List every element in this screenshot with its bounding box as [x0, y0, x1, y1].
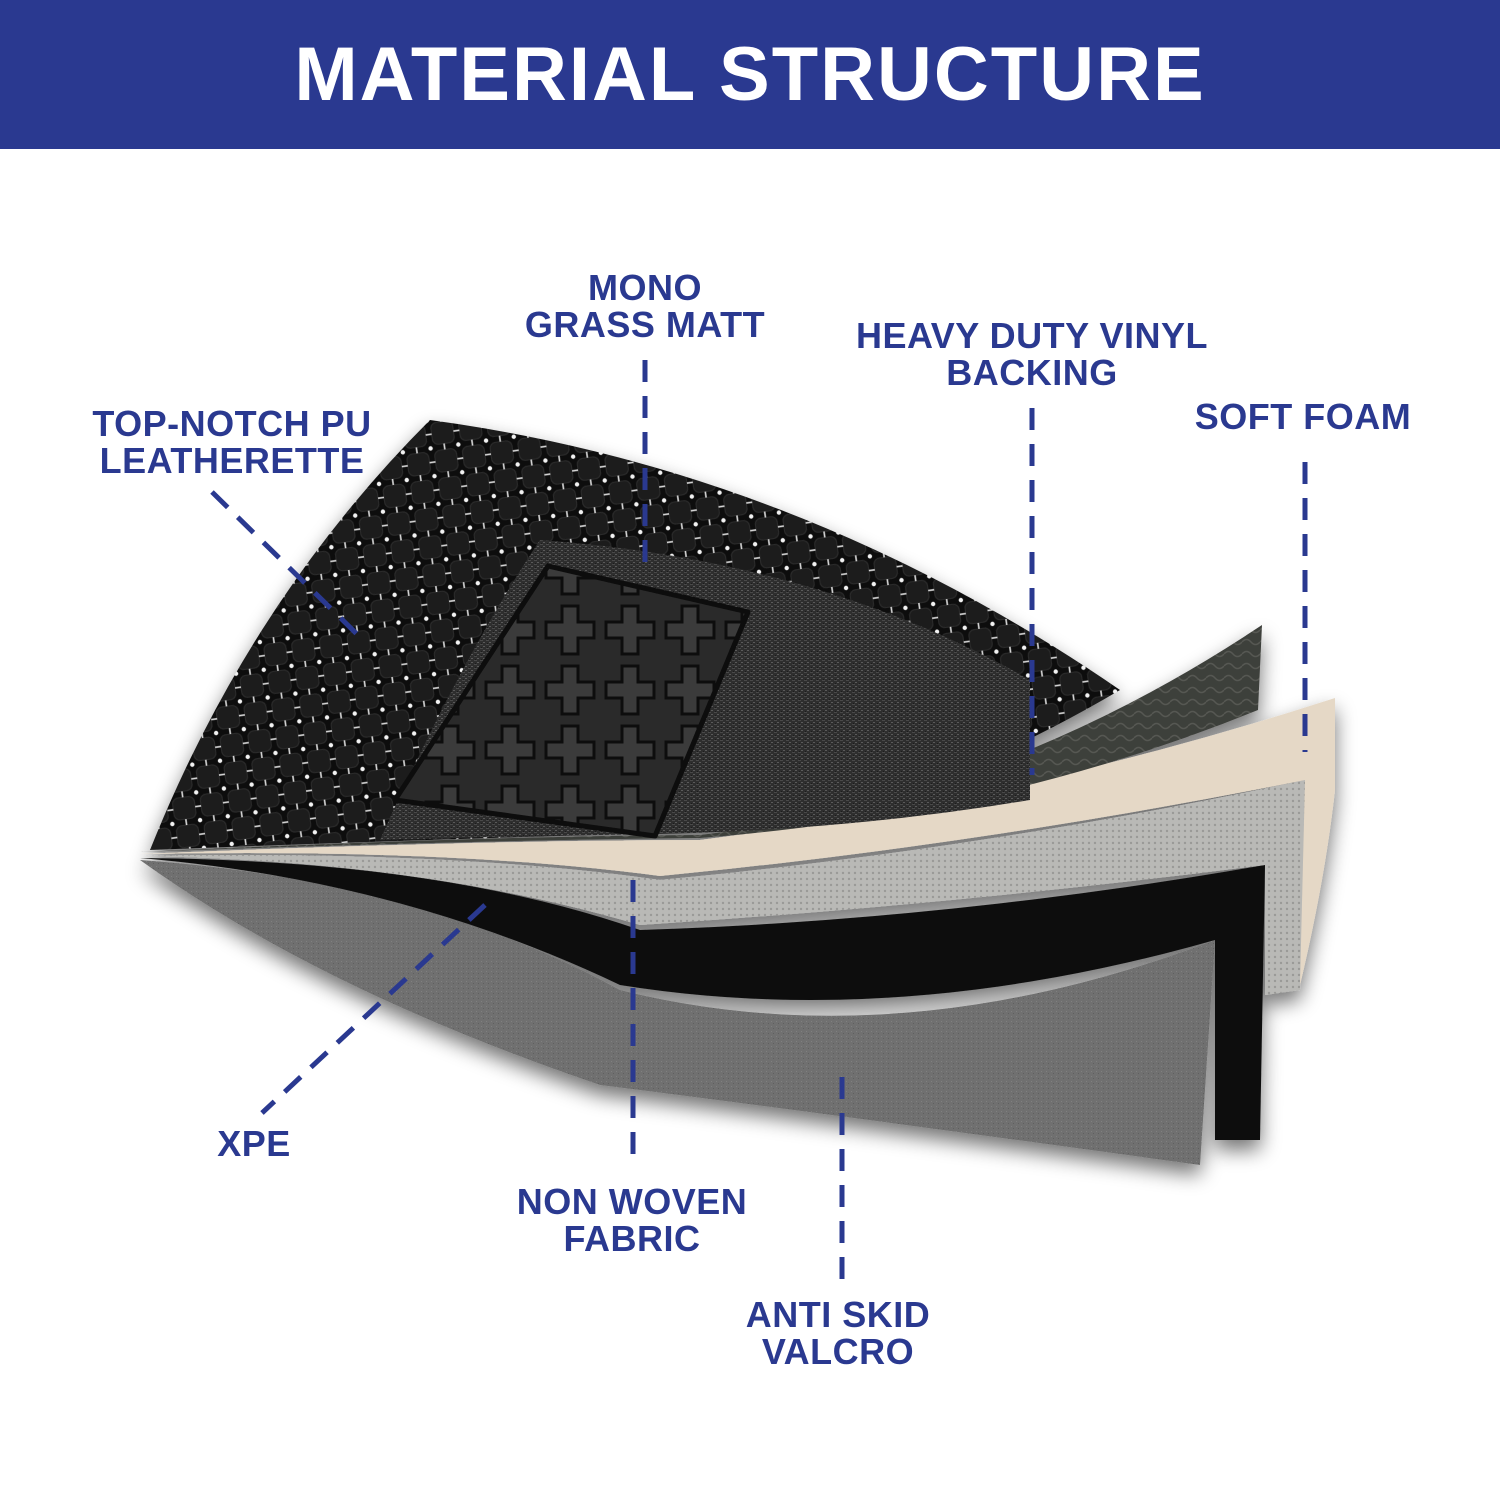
leader-lines: [210, 360, 1308, 1280]
page-title: MATERIAL STRUCTURE: [294, 32, 1206, 117]
layer-xpe: [140, 858, 1265, 1140]
heel-pad: [392, 563, 751, 839]
leader-xpe: [260, 903, 487, 1115]
layer-anti-skid: [140, 860, 1215, 1165]
header-banner: MATERIAL STRUCTURE: [0, 0, 1500, 149]
label-xpe: XPE: [217, 1123, 291, 1164]
label-soft-foam: SOFT FOAM: [1194, 396, 1412, 437]
layer-non-woven: [140, 780, 1305, 995]
layer-soft-foam: [140, 698, 1335, 985]
mat-illustration: [140, 420, 1335, 1165]
